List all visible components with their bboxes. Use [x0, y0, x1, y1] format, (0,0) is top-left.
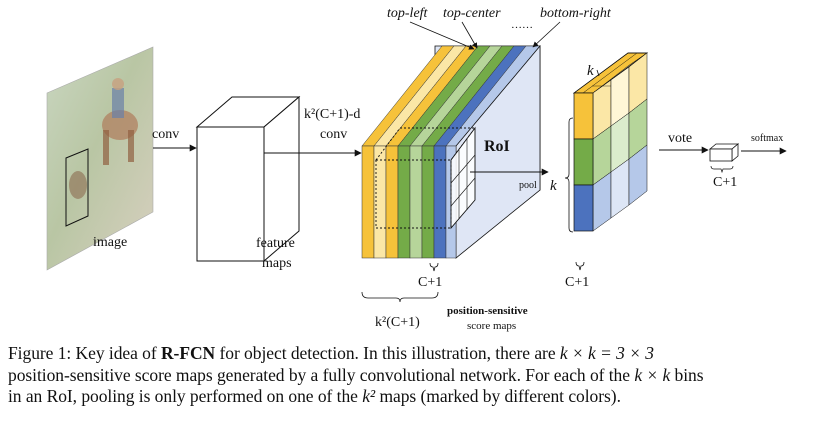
label-k-top: k	[587, 63, 594, 79]
label-softmax: softmax	[751, 133, 784, 144]
label-pool: pool	[519, 180, 537, 191]
caption-line3: in an RoI, pooling is only performed on …	[8, 386, 363, 406]
caption-line3-end: maps (marked by different colors).	[375, 386, 621, 406]
label-k-side: k	[550, 178, 557, 194]
caption-line2: position-sensitive score maps generated …	[8, 364, 635, 385]
caption-line1-math: k × k = 3 × 3	[559, 343, 654, 363]
label-dots: ……	[511, 19, 533, 31]
label-conv-1: conv	[152, 127, 180, 142]
score-map-stack	[361, 44, 541, 259]
label-c-plus-1-maps: C+1	[418, 275, 443, 290]
label-roi: RoI	[484, 138, 510, 155]
caption-line2-end: bins	[670, 364, 704, 385]
pooled-score-block	[572, 52, 649, 232]
label-top-left: top-left	[387, 6, 428, 21]
figure-caption: Figure 1: Key idea of R-FCN for object d…	[8, 343, 828, 408]
r-fcn-diagram	[46, 21, 787, 303]
label-conv-2-line1: k²(C+1)-d	[304, 107, 361, 122]
caption-bold: R-FCN	[160, 343, 216, 363]
label-top-center: top-center	[443, 6, 501, 21]
caption-prefix: Figure 1: Key idea of	[8, 343, 161, 363]
label-bottom-right: bottom-right	[540, 6, 611, 21]
label-vote: vote	[668, 131, 693, 146]
label-k2-brace: k²(C+1)	[375, 315, 420, 330]
label-psm-2: score maps	[467, 320, 517, 332]
caption-line3-math: k²	[362, 386, 376, 406]
label-c-plus-1-vote: C+1	[713, 175, 738, 190]
label-feature-maps-2: maps	[262, 256, 292, 271]
feature-maps-block	[195, 95, 301, 263]
label-c-plus-1-pooled: C+1	[565, 275, 590, 290]
label-conv-2-line2: conv	[320, 127, 348, 142]
caption-line2-math: k × k	[634, 364, 671, 385]
label-feature-maps-1: feature	[256, 236, 295, 251]
caption-line1: for object detection. In this illustrati…	[215, 343, 560, 363]
label-psm-1: position-sensitive	[447, 305, 528, 317]
input-image	[46, 46, 154, 271]
vote-output-box	[708, 143, 740, 162]
label-image: image	[93, 235, 128, 250]
